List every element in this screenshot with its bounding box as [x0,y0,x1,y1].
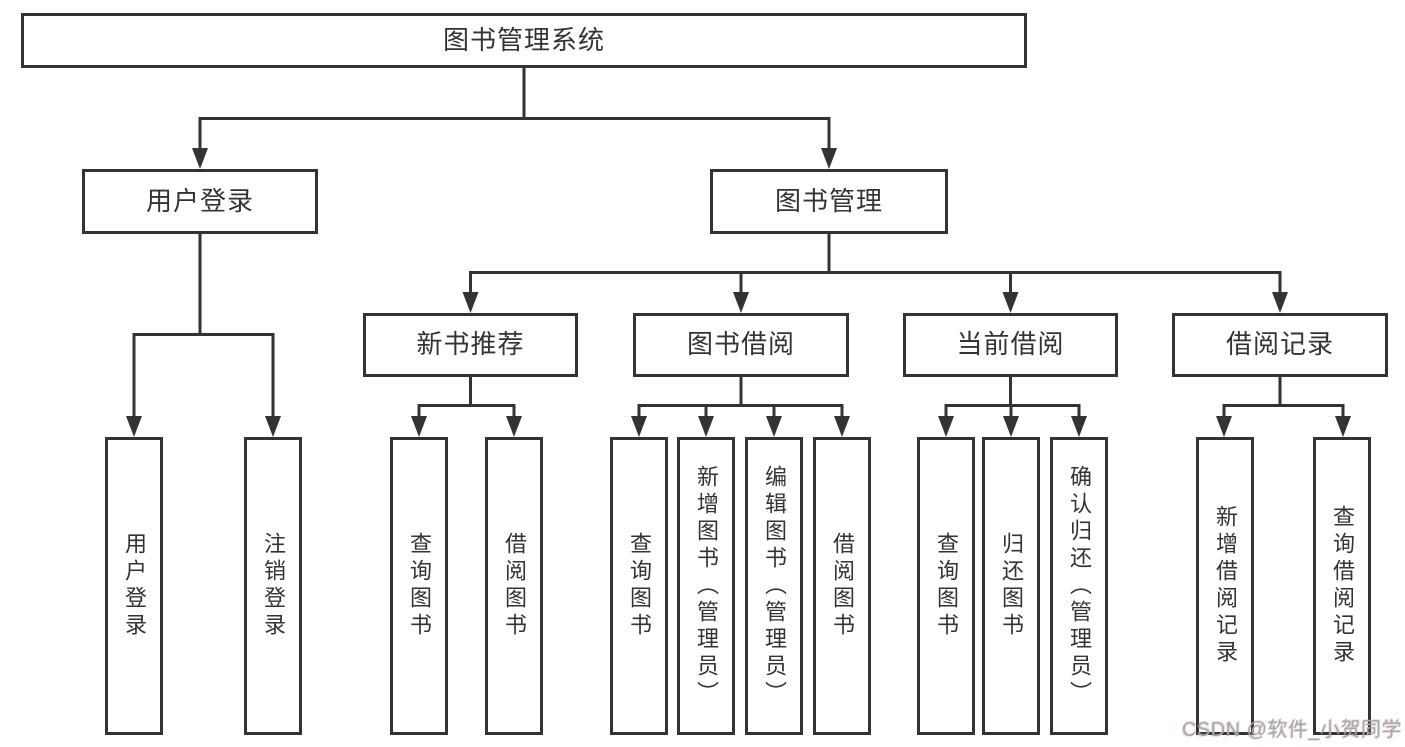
node-confirm-return-admin-label: 确认归还（管理员） [1067,464,1092,708]
node-root-label: 图书管理系统 [442,24,605,55]
node-new-book-recommend-label: 新书推荐 [416,329,525,360]
node-user-login: 用户登录 [82,169,318,234]
node-query-books-borrow: 查询图书 [610,437,668,735]
node-new-book-recommend: 新书推荐 [363,313,578,377]
node-query-books-borrow-label: 查询图书 [627,532,652,640]
node-query-borrow-record: 查询借阅记录 [1313,437,1371,735]
node-current-borrow-label: 当前借阅 [956,329,1065,360]
node-user-login-action: 用户登录 [105,437,163,735]
node-query-books-recommend-label: 查询图书 [407,532,432,640]
node-borrow-books-action-label: 借阅图书 [830,532,855,640]
node-edit-books-admin: 编辑图书（管理员） [745,437,803,735]
node-query-books-recommend: 查询图书 [390,437,448,735]
node-query-borrow-record-label: 查询借阅记录 [1330,505,1355,667]
node-borrow-books-recommend-label: 借阅图书 [502,532,527,640]
node-borrow-books-recommend: 借阅图书 [485,437,543,735]
node-root: 图书管理系统 [21,13,1027,68]
node-confirm-return-admin: 确认归还（管理员） [1050,437,1108,735]
node-borrow-books-action: 借阅图书 [813,437,871,735]
node-book-management: 图书管理 [710,169,948,234]
node-add-borrow-record: 新增借阅记录 [1196,437,1254,735]
node-current-borrow: 当前借阅 [903,313,1118,377]
node-add-books-admin: 新增图书（管理员） [677,437,735,735]
node-logout-action: 注销登录 [244,437,302,735]
node-return-books-label: 归还图书 [999,532,1024,640]
node-borrow-records: 借阅记录 [1172,313,1388,377]
node-user-login-action-label: 用户登录 [122,532,147,640]
node-book-borrow: 图书借阅 [633,313,849,377]
node-edit-books-admin-label: 编辑图书（管理员） [762,464,787,708]
node-book-management-label: 图书管理 [774,185,883,216]
node-user-login-label: 用户登录 [145,185,254,216]
node-query-books-current-label: 查询图书 [934,532,959,640]
node-book-borrow-label: 图书借阅 [686,329,795,360]
node-add-books-admin-label: 新增图书（管理员） [694,464,719,708]
node-return-books: 归还图书 [982,437,1040,735]
node-borrow-records-label: 借阅记录 [1225,329,1334,360]
node-add-borrow-record-label: 新增借阅记录 [1213,505,1238,667]
csdn-watermark: CSDN @软件_小贺同学 [1181,719,1402,741]
node-query-books-current: 查询图书 [917,437,975,735]
node-logout-action-label: 注销登录 [261,532,286,640]
